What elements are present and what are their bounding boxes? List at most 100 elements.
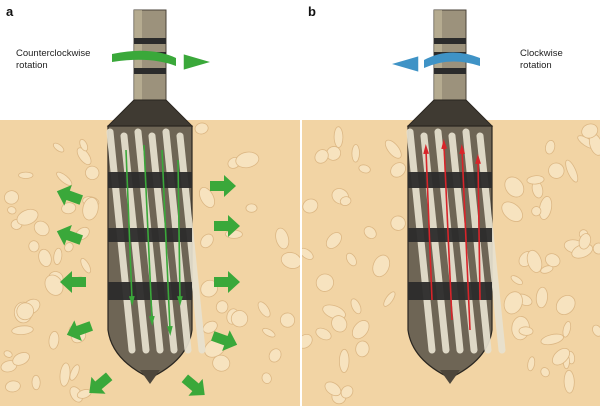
- drill-bit: [406, 9, 506, 384]
- bone-pore: [11, 325, 34, 335]
- bone-pore: [551, 347, 571, 366]
- panel-a-counterclockwise: a Counterclockwise rotation: [0, 4, 300, 406]
- drill-shaft-ring: [434, 38, 466, 44]
- drill-band: [408, 172, 492, 188]
- chip-ejection-arrow-icon: [66, 320, 93, 342]
- rotation-band: [112, 50, 176, 66]
- panel-letter: a: [6, 4, 14, 19]
- bone-pore: [314, 149, 329, 164]
- bone-pore: [5, 380, 21, 393]
- drill-taper: [106, 99, 194, 127]
- bone-pore: [503, 291, 523, 315]
- flute-flow-arrows: [125, 144, 183, 336]
- flow-arrow-down-icon: [148, 316, 155, 326]
- bone-pore: [64, 242, 74, 253]
- flow-arrow-down-icon: [166, 326, 173, 336]
- chip-ejection-arrow-icon: [214, 271, 240, 293]
- bone-pore: [80, 258, 92, 274]
- arrow-shape: [211, 330, 238, 352]
- bone-pore: [280, 252, 300, 269]
- arrow-shape: [89, 372, 113, 394]
- bone-pore: [215, 300, 229, 314]
- rotation-label-line2: rotation: [520, 60, 552, 71]
- drill-shaft-ring: [134, 38, 166, 44]
- bone-pore: [540, 265, 554, 274]
- bone-pore: [235, 151, 260, 169]
- drill-flute: [176, 132, 206, 354]
- arrow-shape: [60, 271, 86, 293]
- bone-pore: [333, 126, 344, 148]
- bone-pore: [76, 147, 92, 166]
- flow-line: [461, 149, 471, 331]
- bone-pore: [563, 369, 575, 394]
- flow-line: [443, 144, 453, 321]
- rotation-arrow-icon: [392, 52, 480, 72]
- arrow-shape: [181, 374, 205, 396]
- bone-pore: [7, 206, 17, 215]
- bone-pore: [33, 220, 50, 237]
- rotation-label: Counterclockwise rotation: [16, 48, 90, 72]
- bone-pore: [372, 254, 391, 278]
- bone-pore: [510, 275, 523, 285]
- bone-pore: [302, 333, 313, 349]
- bone-pore: [526, 175, 545, 185]
- rotation-label-line1: Counterclockwise: [16, 48, 91, 59]
- arrow-shape: [214, 271, 240, 293]
- flow-line: [477, 159, 481, 301]
- bone-pore: [351, 320, 370, 340]
- flow-line: [143, 144, 153, 321]
- bone-pore: [340, 385, 354, 399]
- bone-pore: [82, 197, 99, 221]
- chip-ejection-arrow-icon: [56, 184, 83, 206]
- panel-b-illustration: [302, 9, 600, 406]
- arrow-shape: [210, 175, 236, 197]
- bone-pore: [526, 249, 543, 273]
- flow-arrow-up-icon: [459, 144, 466, 154]
- bone-pore: [384, 139, 402, 159]
- bone-pores: [0, 122, 300, 403]
- bone-pore: [540, 333, 564, 346]
- bone-pore: [545, 253, 561, 268]
- bone-pore: [194, 122, 209, 135]
- rotation-label: Clockwise rotation: [520, 48, 563, 72]
- bone-pore: [578, 233, 592, 250]
- drill-tip: [140, 370, 160, 384]
- flow-arrow-up-icon: [423, 144, 430, 154]
- chip-ejection-arrow-icon: [60, 271, 86, 293]
- bone-pore: [302, 198, 319, 214]
- drill-band: [108, 172, 192, 188]
- drill-shaft-ring: [434, 68, 466, 74]
- chip-ejection-arrow-icon: [210, 175, 236, 197]
- bone-pore: [53, 247, 63, 265]
- bone-pore: [230, 310, 249, 328]
- chip-ejection-arrow-icon: [211, 330, 238, 352]
- flow-line: [177, 159, 181, 301]
- bone-pore: [16, 302, 34, 321]
- bone-pore: [261, 372, 272, 384]
- bone-pore: [275, 227, 290, 250]
- bone-pore: [358, 164, 371, 174]
- panel-letter: b: [308, 4, 316, 19]
- bone-pore: [345, 252, 357, 267]
- rotation-arrowhead: [183, 54, 210, 70]
- chip-ejection-arrows: [56, 175, 240, 396]
- bone-pore: [355, 340, 370, 358]
- bone-pore: [3, 350, 13, 358]
- rotation-label-line2: rotation: [16, 60, 48, 71]
- bone-pore: [199, 187, 215, 208]
- bone-pore: [562, 321, 572, 338]
- bone-pore: [202, 320, 218, 334]
- bone-pores: [302, 123, 600, 405]
- bone-pore: [538, 196, 553, 220]
- drill-shaft-ring: [134, 68, 166, 74]
- bone-pore: [200, 233, 214, 249]
- bone-pore: [351, 144, 360, 163]
- bone-pore: [339, 196, 352, 206]
- arrow-shape: [66, 320, 93, 342]
- drill-taper: [406, 99, 494, 127]
- drill-flute: [148, 132, 178, 354]
- drill-flute: [476, 132, 506, 354]
- bone-pore: [501, 201, 524, 222]
- chip-ejection-arrow-icon: [214, 215, 240, 237]
- bone-pore: [302, 247, 314, 260]
